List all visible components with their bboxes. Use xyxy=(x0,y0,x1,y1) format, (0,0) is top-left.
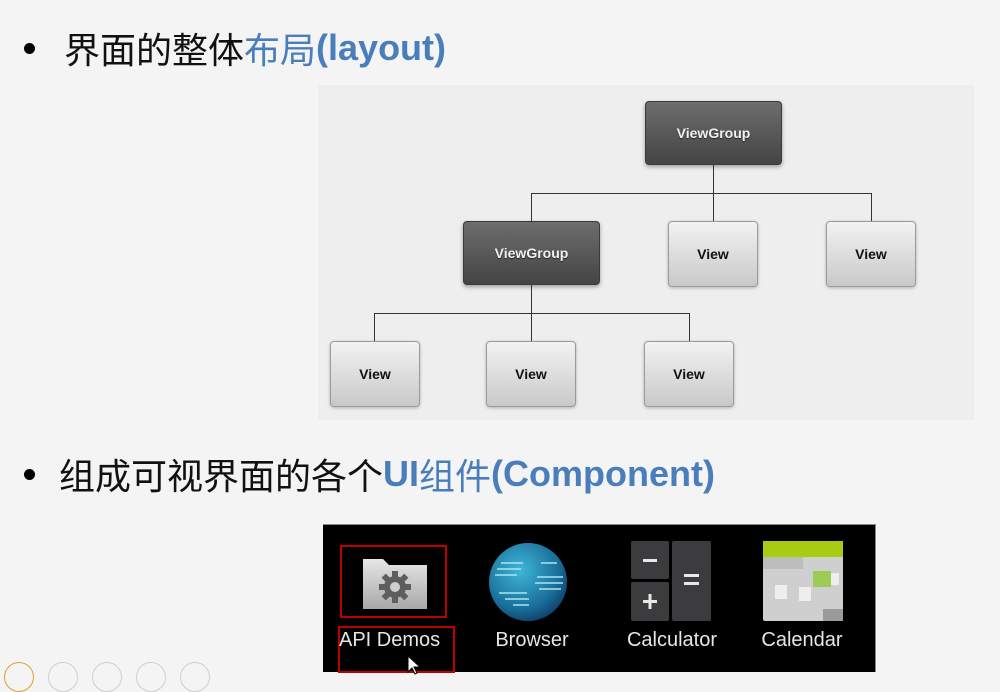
bullet-text: 界面的整体 xyxy=(64,31,245,72)
app-api-demos[interactable]: API Demos xyxy=(331,525,461,675)
view-hierarchy-diagram: ViewGroup ViewGroup View View View View … xyxy=(318,85,974,420)
connector xyxy=(689,313,690,341)
app-calculator[interactable]: Calculator xyxy=(607,525,737,673)
nav-circle-icon[interactable] xyxy=(180,662,210,692)
bullet-dot-icon xyxy=(24,42,35,54)
bullet-highlight-en: (Component) xyxy=(491,453,715,494)
android-launcher-screenshot: API Demos Browser xyxy=(323,524,876,675)
globe-icon xyxy=(489,543,567,621)
connector xyxy=(871,193,872,221)
viewgroup-child-node: ViewGroup xyxy=(463,221,600,285)
connector xyxy=(531,193,872,194)
nav-circle-icon[interactable] xyxy=(92,662,122,692)
nav-circle-icon[interactable] xyxy=(4,662,34,692)
app-label: Browser xyxy=(495,629,569,651)
bullet-highlight-ui: UI xyxy=(383,453,420,494)
app-label: Calendar xyxy=(761,629,843,651)
calendar-icon xyxy=(763,541,843,621)
connector xyxy=(374,313,690,314)
mouse-cursor-icon xyxy=(407,655,422,675)
slide-nav-controls xyxy=(0,662,210,692)
app-label: API Demos xyxy=(339,629,441,651)
app-label: Calculator xyxy=(626,629,718,651)
app-calendar[interactable]: Calendar xyxy=(737,525,867,673)
view-node: View xyxy=(826,221,916,287)
connector xyxy=(374,313,375,341)
viewgroup-root-node: ViewGroup xyxy=(645,101,782,165)
bullet-highlight: 组件 xyxy=(419,457,492,498)
view-node: View xyxy=(486,341,576,407)
nav-circle-icon[interactable] xyxy=(136,662,166,692)
nav-circle-icon[interactable] xyxy=(48,662,78,692)
view-node: View xyxy=(644,341,734,407)
view-node: View xyxy=(330,341,420,407)
connector xyxy=(531,193,532,221)
bullet-highlight: 布局 xyxy=(244,31,317,72)
app-browser[interactable]: Browser xyxy=(467,525,597,673)
connector xyxy=(713,193,714,221)
bullet-text: 组成可视界面的各个 xyxy=(59,457,384,498)
folder-gear-icon xyxy=(363,559,427,609)
view-node: View xyxy=(668,221,758,287)
connector xyxy=(713,165,714,193)
bullet-dot-icon xyxy=(24,468,35,480)
bullet-layout: 界面的整体布局(layout) xyxy=(24,22,446,74)
calculator-icon xyxy=(631,541,711,621)
bullet-highlight-en: (layout) xyxy=(316,27,447,68)
annotation-box xyxy=(340,545,447,618)
